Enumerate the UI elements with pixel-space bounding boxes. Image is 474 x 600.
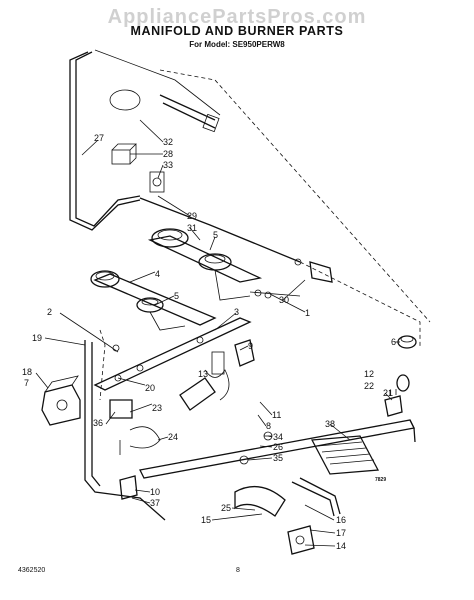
callout-12: 12 [364,369,374,379]
rail-part-38 [139,419,416,479]
front-burner-assembly [90,270,217,331]
igniter-part-13 [179,351,230,411]
orifice-hood-part-32 [159,94,220,133]
callout-24: 24 [168,432,178,442]
callout-31: 31 [187,223,197,233]
callout-30: 30 [279,295,289,305]
callout-7: 7 [24,378,29,388]
callout-35: 35 [273,453,283,463]
callout-32: 32 [163,137,173,147]
manifold-pipe-part-3 [93,317,252,391]
bracket-part-28 [111,143,137,165]
callout-37: 37 [150,498,160,508]
callout-22: 22 [364,381,374,391]
callout-21: 21 [383,388,393,398]
callout-27: 27 [94,133,104,143]
valve-part-33 [149,171,165,193]
callout-1: 1 [305,308,310,318]
burner-valve-part-30 [249,261,333,299]
page-number: 8 [236,567,240,574]
callout-11: 11 [272,410,281,420]
callout-29: 29 [187,211,197,221]
orifice-part-25 [234,485,286,517]
callout-34: 34 [273,432,283,442]
callout-28: 28 [163,149,173,159]
callout-10: 10 [150,487,160,497]
switch-part-21 [384,389,403,417]
leader-lines [35,119,400,547]
callout-6: 6 [391,337,396,347]
illustration-code: 7829 [375,477,387,483]
callout-14: 14 [336,541,346,551]
callout-13: 13 [198,369,208,379]
document-number: 4362520 [18,567,46,574]
callout-5-front: 5 [174,291,179,301]
bracket-part-10 [119,475,138,500]
callout-2: 2 [47,307,52,317]
callout-38: 38 [325,419,335,429]
callout-4: 4 [155,269,160,279]
callout-18: 18 [22,367,32,377]
regulator-part-18 [41,375,81,426]
knob-part-6 [397,335,417,349]
callout-20: 20 [145,383,155,393]
gas-line-part-29 [139,197,302,266]
shield-part-38 [310,435,380,475]
callout-8: 8 [266,421,271,431]
callout-26: 26 [273,442,283,452]
callout-19: 19 [32,333,42,343]
tube-part-36 [107,344,133,419]
callout-23: 23 [152,403,162,413]
callout-16: 16 [336,515,346,525]
callout-15: 15 [201,515,211,525]
rear-burner-assembly [147,228,263,301]
callout-5-top: 5 [213,230,218,240]
gas-tube-part-19 [84,340,166,521]
callout-36: 36 [93,418,103,428]
callout-3: 3 [234,307,239,317]
diagram-subtitle: For Model: SE950PERW8 [189,40,285,49]
callout-25: 25 [221,503,231,513]
assembly-outline [99,69,431,401]
callout-17: 17 [336,528,346,538]
left-burner-tube [69,49,221,231]
watermark: AppliancePartsPros.com [107,6,367,28]
callout-33: 33 [163,160,173,170]
switch-part-9 [234,339,255,367]
diagram-title: MANIFOLD AND BURNER PARTS [130,24,344,38]
valve-part-14 [287,525,315,555]
callout-9: 9 [248,341,253,351]
wiring-part-24 [119,426,161,455]
bracket-part-12 [396,374,410,392]
tube-part-16 [291,477,341,517]
